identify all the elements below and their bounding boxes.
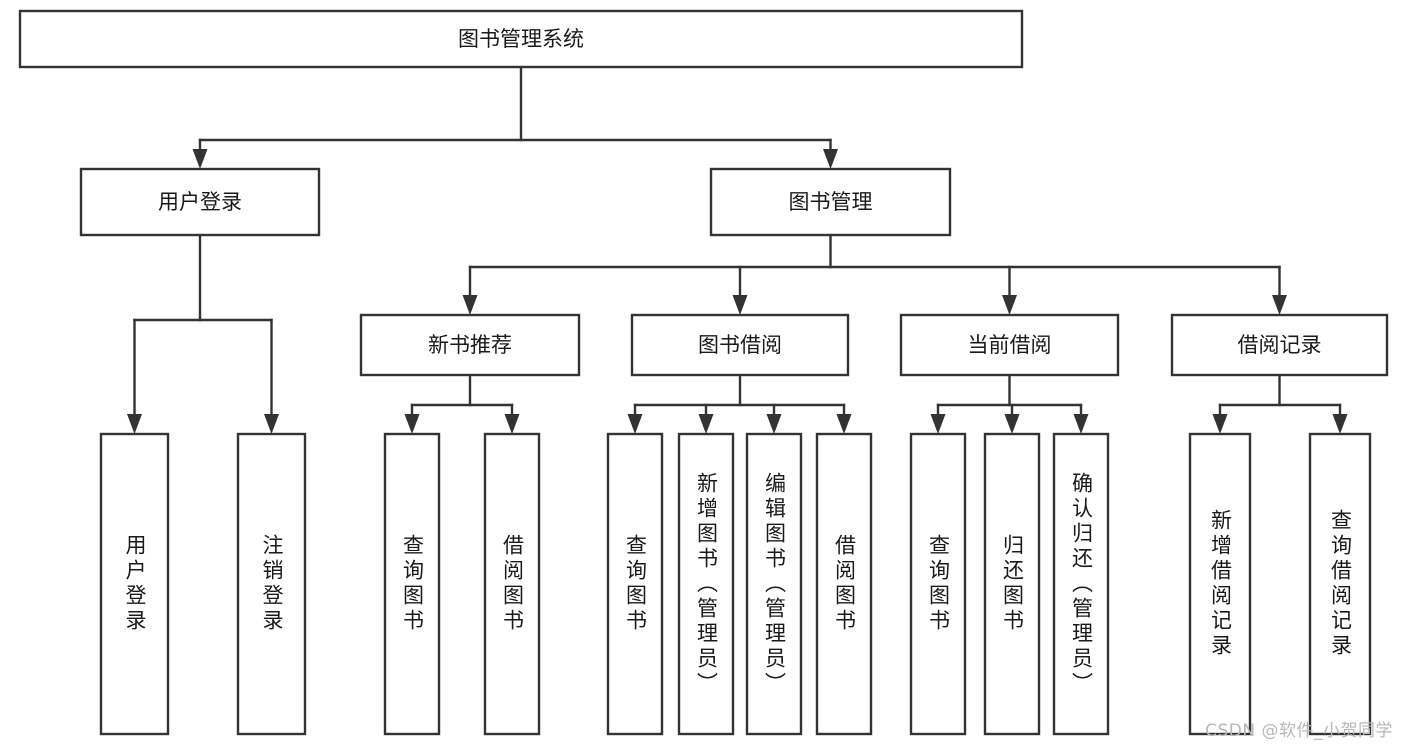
leaf-box-6[interactable] <box>745 432 803 736</box>
leaf-box-10[interactable] <box>1052 432 1110 736</box>
conn-root-arrow-1 <box>823 149 838 169</box>
node-l3-3[interactable] <box>1170 313 1389 377</box>
node-l3-2[interactable] <box>899 313 1120 377</box>
leaf-box-1[interactable] <box>236 432 307 736</box>
node-l3-label-3: 借阅记录 <box>1238 333 1322 357</box>
conn-leaf-4-arrow-1 <box>1332 414 1348 434</box>
conn-leaf-0-arrow-0 <box>127 414 142 434</box>
conn-leaf-2-arrow-0 <box>627 414 643 434</box>
node-l3-label-2: 当前借阅 <box>968 333 1052 357</box>
leaf-box-12[interactable] <box>1308 432 1372 736</box>
leaf-box-7[interactable] <box>815 432 873 736</box>
leaf-box-11[interactable] <box>1188 432 1252 736</box>
conn-leaf-4-arrow-0 <box>1212 414 1228 434</box>
node-l2-label-0: 用户登录 <box>158 190 242 214</box>
connector-layer <box>127 65 1348 434</box>
conn-leaf-0-arrow-1 <box>264 414 279 434</box>
conn-leaf-3-arrow-2 <box>1073 414 1089 434</box>
node-root-label: 图书管理系统 <box>458 27 584 51</box>
conn-leaf-1-arrow-1 <box>504 414 520 434</box>
node-l2-label-1: 图书管理 <box>789 190 873 214</box>
node-l3-1[interactable] <box>630 313 850 377</box>
leaf-box-8[interactable] <box>909 432 967 736</box>
leaf-box-4[interactable] <box>606 432 664 736</box>
node-l3-label-0: 新书推荐 <box>428 333 512 357</box>
csdn-watermark: CSDN @软件_小贺同学 <box>1205 721 1393 741</box>
conn-leaf-2-arrow-1 <box>698 414 714 434</box>
conn-leaf-2-arrow-3 <box>836 414 852 434</box>
conn-booksmgmt-arrow-1 <box>732 295 748 315</box>
leaf-box-0[interactable] <box>99 432 170 736</box>
conn-booksmgmt-arrow-3 <box>1272 295 1287 315</box>
box-layer <box>18 9 1389 736</box>
node-l3-label-1: 图书借阅 <box>698 333 782 357</box>
leaf-box-9[interactable] <box>983 432 1041 736</box>
conn-leaf-3-arrow-0 <box>930 414 946 434</box>
conn-leaf-2-arrow-2 <box>766 414 782 434</box>
conn-leaf-1-arrow-0 <box>404 414 420 434</box>
node-l2-0[interactable] <box>79 167 321 237</box>
node-root[interactable] <box>18 9 1024 69</box>
leaf-box-2[interactable] <box>383 432 441 736</box>
conn-leaf-3-arrow-1 <box>1004 414 1020 434</box>
leaf-box-5[interactable] <box>677 432 735 736</box>
node-l2-1[interactable] <box>709 167 952 237</box>
node-l3-0[interactable] <box>359 313 581 377</box>
conn-root-arrow-0 <box>192 149 208 169</box>
conn-booksmgmt-arrow-0 <box>462 295 478 315</box>
leaf-box-3[interactable] <box>483 432 541 736</box>
conn-booksmgmt-arrow-2 <box>1002 295 1017 315</box>
